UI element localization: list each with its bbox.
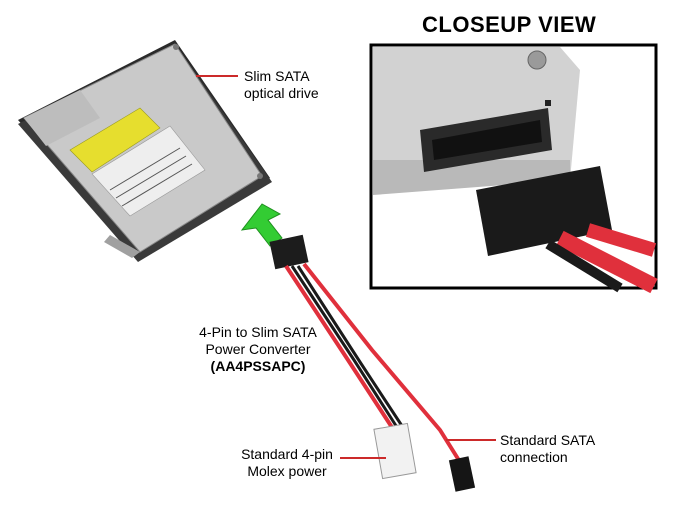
molex-label-line1: Standard 4-pin	[241, 446, 333, 462]
sata-label-line1: Standard SATA	[500, 432, 596, 448]
molex-label-line2: Molex power	[247, 463, 327, 479]
converter-label-line2: Power Converter	[205, 341, 311, 357]
drive-label-line2: optical drive	[244, 85, 319, 101]
sata-label: Standard SATA connection	[500, 432, 595, 466]
insert-arrow-icon	[240, 203, 283, 247]
closeup-title: CLOSEUP VIEW	[422, 12, 597, 37]
converter-part-number: (AA4PSSAPC)	[210, 358, 306, 374]
converter-cable	[269, 234, 476, 492]
drive-label-line1: Slim SATA	[244, 68, 310, 84]
molex-label: Standard 4-pin Molex power	[232, 446, 342, 480]
sata-label-line2: connection	[500, 449, 568, 465]
converter-label: 4-Pin to Slim SATA Power Converter (AA4P…	[168, 324, 348, 375]
converter-label-line1: 4-Pin to Slim SATA	[199, 324, 317, 340]
closeup-panel	[369, 43, 658, 294]
drive-label: Slim SATA optical drive	[244, 68, 319, 102]
optical-drive	[18, 40, 272, 262]
